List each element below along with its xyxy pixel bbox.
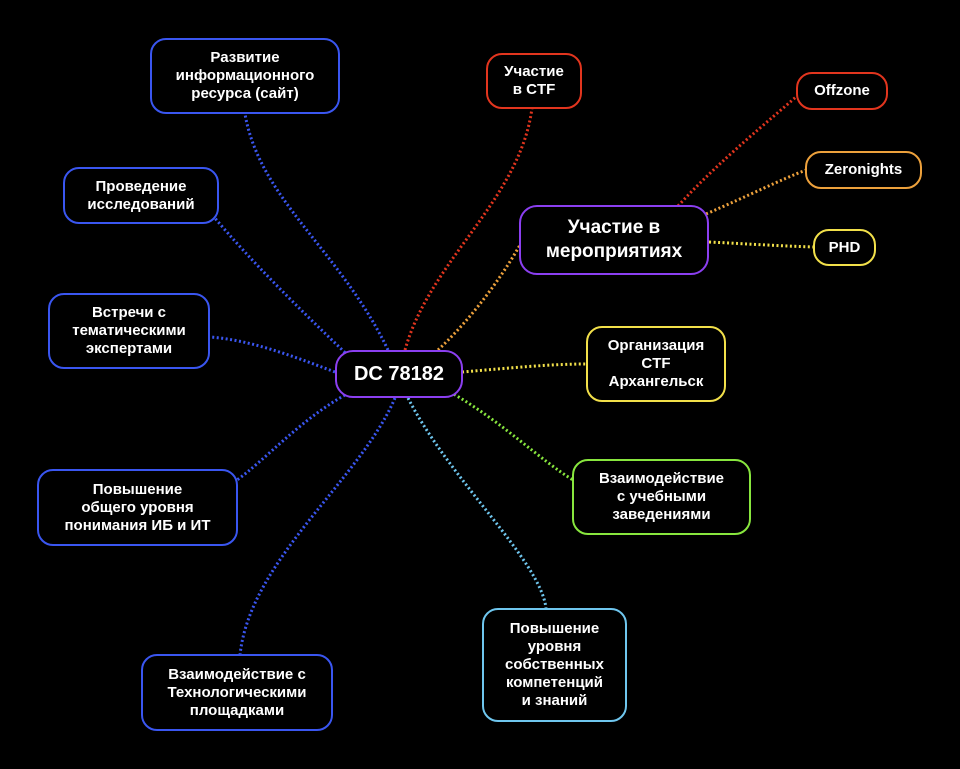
link-edu bbox=[449, 390, 574, 482]
link-research bbox=[212, 216, 357, 364]
node-education: Взаимодействие с учебными заведениями bbox=[572, 459, 751, 535]
node-expert-meetings: Встречи с тематическими экспертами bbox=[48, 293, 210, 369]
link-awareness bbox=[236, 393, 346, 482]
node-offzone: Offzone bbox=[796, 72, 888, 110]
node-phd: PHD bbox=[813, 229, 876, 266]
link-competence bbox=[406, 397, 548, 609]
center-node: DC 78182 bbox=[335, 350, 463, 398]
node-ctf-organization: Организация CTF Архангельск bbox=[586, 326, 726, 402]
link-events bbox=[436, 244, 522, 352]
link-site bbox=[243, 113, 390, 351]
node-events-hub: Участие в мероприятиях bbox=[519, 205, 709, 275]
link-phd bbox=[708, 240, 815, 249]
node-tech-platforms: Взаимодействие с Технологическими площад… bbox=[141, 654, 333, 731]
link-org-ctf bbox=[461, 362, 587, 374]
link-ctf bbox=[403, 107, 534, 351]
node-awareness: Повышение общего уровня понимания ИБ и И… bbox=[37, 469, 238, 546]
link-offzone bbox=[676, 94, 798, 208]
link-tech bbox=[238, 397, 397, 656]
link-zeronights bbox=[705, 168, 807, 216]
link-experts bbox=[209, 335, 336, 374]
node-research: Проведение исследований bbox=[63, 167, 219, 224]
node-zeronights: Zeronights bbox=[805, 151, 922, 189]
node-site-development: Развитие информационного ресурса (сайт) bbox=[150, 38, 340, 114]
node-competence: Повышение уровня собственных компетенций… bbox=[482, 608, 627, 722]
node-ctf-participation: Участие в CTF bbox=[486, 53, 582, 109]
